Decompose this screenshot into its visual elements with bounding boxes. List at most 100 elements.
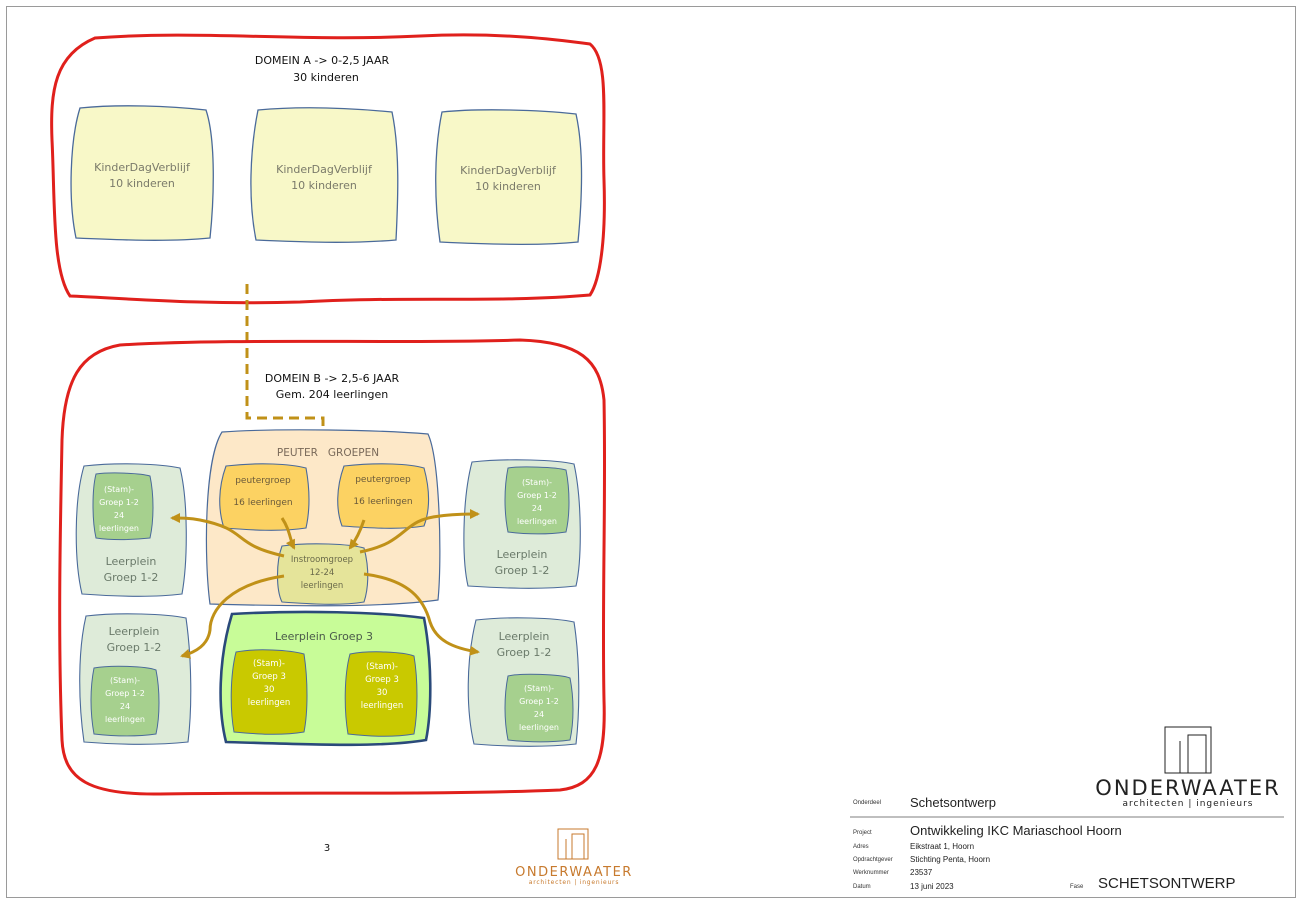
groep3-stam-line: leerlingen (248, 698, 290, 708)
small-logo-name: ONDERWAATER (515, 865, 633, 880)
fase-value: SCHETSONTWERP (1098, 875, 1236, 892)
leerplein-top-left: (Stam)- Groep 1-2 24 leerlingen Leerplei… (75, 463, 187, 597)
stam-box (504, 466, 570, 535)
kdv-label: KinderDagVerblijf (276, 163, 373, 176)
instroom-unit: leerlingen (301, 581, 343, 591)
peutergroep-label: peutergroep (355, 475, 411, 485)
peutergroep-count: 16 leerlingen (233, 498, 292, 508)
leerplein-bottom-right: (Stam)- Groep 1-2 24 leerlingen Leerplei… (467, 617, 580, 747)
stam-line: Groep 1-2 (99, 498, 139, 507)
stam-line: leerlingen (519, 723, 559, 732)
opdrachtgever-value: Stichting Penta, Hoorn (910, 855, 991, 864)
kdv-box-1: KinderDagVerblijf 10 kinderen (70, 105, 214, 241)
groep3-stam-line: 30 (264, 685, 275, 695)
stam-line: (Stam)- (104, 485, 134, 494)
arrow-to-leerplein-top-right (359, 509, 480, 554)
dashed-connector (245, 284, 325, 540)
groep3-stam-line: leerlingen (361, 701, 403, 711)
logo-tagline: architecten | ingenieurs (1123, 799, 1254, 809)
stam-box (90, 665, 160, 737)
arrow-to-leerplein-bottom-left (180, 574, 285, 659)
leerplein-top-right: (Stam)- Groep 1-2 24 leerlingen Leerplei… (463, 459, 581, 589)
fase-label: Fase (1070, 884, 1084, 890)
stam-line: (Stam)- (522, 478, 552, 487)
instroomgroep-box: Instroomgroep 12-24 leerlingen (276, 543, 369, 605)
leerplein-group: Groep 1-2 (107, 641, 162, 654)
small-logo: ONDERWAATER architecten | ingenieurs (515, 828, 633, 886)
title-block-logo: ONDERWAATER architecten | ingenieurs (1095, 726, 1280, 809)
leerplein-group: Groep 1-2 (497, 646, 552, 659)
leerplein-label: Leerplein (109, 625, 160, 638)
stam-box (504, 673, 574, 743)
kdv-box-3: KinderDagVerblijf 10 kinderen (435, 109, 583, 245)
datum-label: Datum (853, 884, 871, 890)
stam-line: leerlingen (105, 715, 145, 724)
stam-line: (Stam)- (524, 684, 554, 693)
stam-line: Groep 1-2 (105, 689, 145, 698)
stam-line: 24 (532, 504, 542, 513)
arrow-to-leerplein-bottom-right (363, 572, 480, 656)
leerplein-groep-3: Leerplein Groep 3 (Stam)- Groep 3 30 lee… (219, 610, 432, 747)
arrow-peutergroep-1-to-instroom (280, 517, 296, 550)
stam-box (92, 472, 154, 540)
domain-a-border (50, 33, 606, 305)
groep3-stam-line: Groep 3 (365, 675, 399, 685)
drawing-sheet-border (6, 6, 1296, 898)
stam-line: 24 (120, 702, 130, 711)
instroom-label: Instroomgroep (291, 555, 353, 565)
instroom-range: 12-24 (310, 568, 335, 578)
page-number: 3 (324, 843, 330, 854)
adres-label: Adres (853, 844, 869, 850)
kdv-count: 10 kinderen (475, 180, 541, 193)
peutergroep-box-1: peutergroep 16 leerlingen (219, 463, 310, 531)
kdv-label: KinderDagVerblijf (94, 161, 191, 174)
peuter-groepen-title: PEUTER GROEPEN (277, 447, 379, 459)
groep3-stam-line: Groep 3 (252, 672, 286, 682)
leerplein-group: Groep 1-2 (104, 571, 159, 584)
project-label: Project (853, 830, 872, 836)
kdv-count: 10 kinderen (291, 179, 357, 192)
groep3-stam-box-1 (230, 649, 308, 735)
leerplein-label: Leerplein (497, 548, 548, 561)
kdv-count: 10 kinderen (109, 177, 175, 190)
stam-line: leerlingen (517, 517, 557, 526)
groep3-stam-line: (Stam)- (253, 659, 285, 669)
logo-name: ONDERWAATER (1095, 776, 1280, 800)
kdv-box-2: KinderDagVerblijf 10 kinderen (250, 107, 399, 243)
werknummer-value: 23537 (910, 868, 933, 877)
arrow-peutergroep-2-to-instroom (348, 519, 366, 550)
werknummer-label: Werknummer (853, 870, 889, 876)
groep3-stam-box-2 (344, 651, 418, 737)
groep3-stam-line: 30 (377, 688, 388, 698)
domain-a-title: DOMEIN A -> 0-2,5 JAAR (255, 54, 390, 67)
domain-b-border (58, 338, 607, 796)
project-value: Ontwikkeling IKC Mariaschool Hoorn (910, 823, 1122, 838)
stam-line: 24 (534, 710, 544, 719)
peutergroep-label: peutergroep (235, 476, 291, 486)
opdrachtgever-label: Opdrachtgever (853, 857, 893, 863)
leerplein-label: Leerplein (106, 555, 157, 568)
leerplein-label: Leerplein (499, 630, 550, 643)
leerplein-group: Groep 1-2 (495, 564, 550, 577)
peutergroep-box-2: peutergroep 16 leerlingen (337, 463, 430, 529)
onderdeel-label: Onderdeel (853, 800, 882, 806)
adres-value: Eikstraat 1, Hoorn (910, 842, 975, 851)
stam-line: leerlingen (99, 524, 139, 533)
domain-b-subtitle: Gem. 204 leerlingen (276, 388, 388, 401)
stam-line: Groep 1-2 (519, 697, 559, 706)
leerplein-bottom-left: (Stam)- Groep 1-2 24 leerlingen Leerplei… (79, 613, 192, 745)
arrow-to-leerplein-top-left (170, 513, 285, 558)
stam-line: Groep 1-2 (517, 491, 557, 500)
small-logo-tagline: architecten | ingenieurs (529, 879, 620, 886)
stam-line: (Stam)- (110, 676, 140, 685)
onderdeel-value: Schetsontwerp (910, 795, 996, 810)
domain-a-subtitle: 30 kinderen (293, 71, 359, 84)
groep3-title: Leerplein Groep 3 (275, 630, 373, 643)
groep3-stam-line: (Stam)- (366, 662, 398, 672)
peutergroep-count: 16 leerlingen (353, 497, 412, 507)
kdv-label: KinderDagVerblijf (460, 164, 557, 177)
datum-value: 13 juni 2023 (910, 882, 954, 891)
stam-line: 24 (114, 511, 124, 520)
